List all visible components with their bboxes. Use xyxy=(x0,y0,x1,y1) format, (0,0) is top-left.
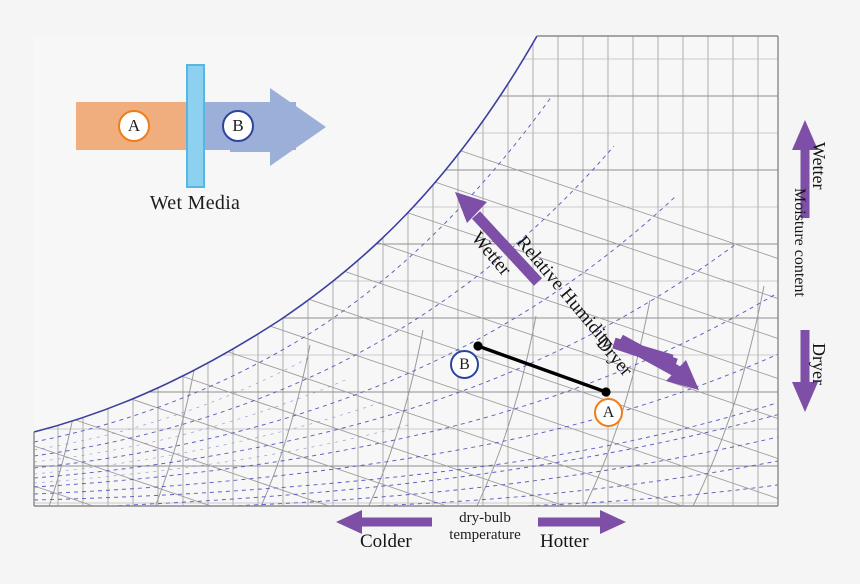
hotter-label: Hotter xyxy=(540,531,589,552)
arrow-right-icon xyxy=(538,510,626,534)
schematic-point-b-label: B xyxy=(222,110,254,142)
x-axis-label-line1: dry-bulb xyxy=(459,510,511,526)
saturation-curve xyxy=(33,35,538,433)
point-b-marker xyxy=(473,341,483,351)
point-a-marker xyxy=(601,387,611,397)
relative-humidity-lines-faint xyxy=(34,355,413,484)
schematic-point-a-label: A xyxy=(118,110,150,142)
relative-humidity-arrow xyxy=(455,192,699,390)
x-axis-arrows xyxy=(336,510,626,534)
y-axis-dryer-label: Dryer xyxy=(809,343,829,385)
colder-label: Colder xyxy=(360,531,412,552)
arrow-left-icon xyxy=(336,510,432,534)
y-axis-arrows xyxy=(792,120,818,412)
y-axis-label: Moisture content xyxy=(791,188,808,297)
wet-media-title: Wet Media xyxy=(149,192,241,214)
arrow-up-left-icon xyxy=(455,192,543,286)
x-axis-label-line2: temperature xyxy=(449,527,521,544)
chart-point-b-label: B xyxy=(450,350,479,379)
wet-media-bar-icon xyxy=(186,64,205,188)
arrow-right-icon xyxy=(230,88,326,166)
arrow-down-right-icon xyxy=(612,334,699,390)
chart-point-a-label: A xyxy=(594,398,623,427)
plot-frame xyxy=(33,35,779,507)
wet-media-schematic: A B Wet Media xyxy=(0,0,400,240)
process-line-ab xyxy=(473,341,611,397)
x-axis-label: dry-bulb temperature xyxy=(430,510,540,545)
y-axis-wetter-label: Wetter xyxy=(809,142,829,190)
arrow-up-icon xyxy=(792,120,818,218)
arrow-down-icon xyxy=(792,330,818,412)
relative-humidity-lines xyxy=(34,95,778,506)
